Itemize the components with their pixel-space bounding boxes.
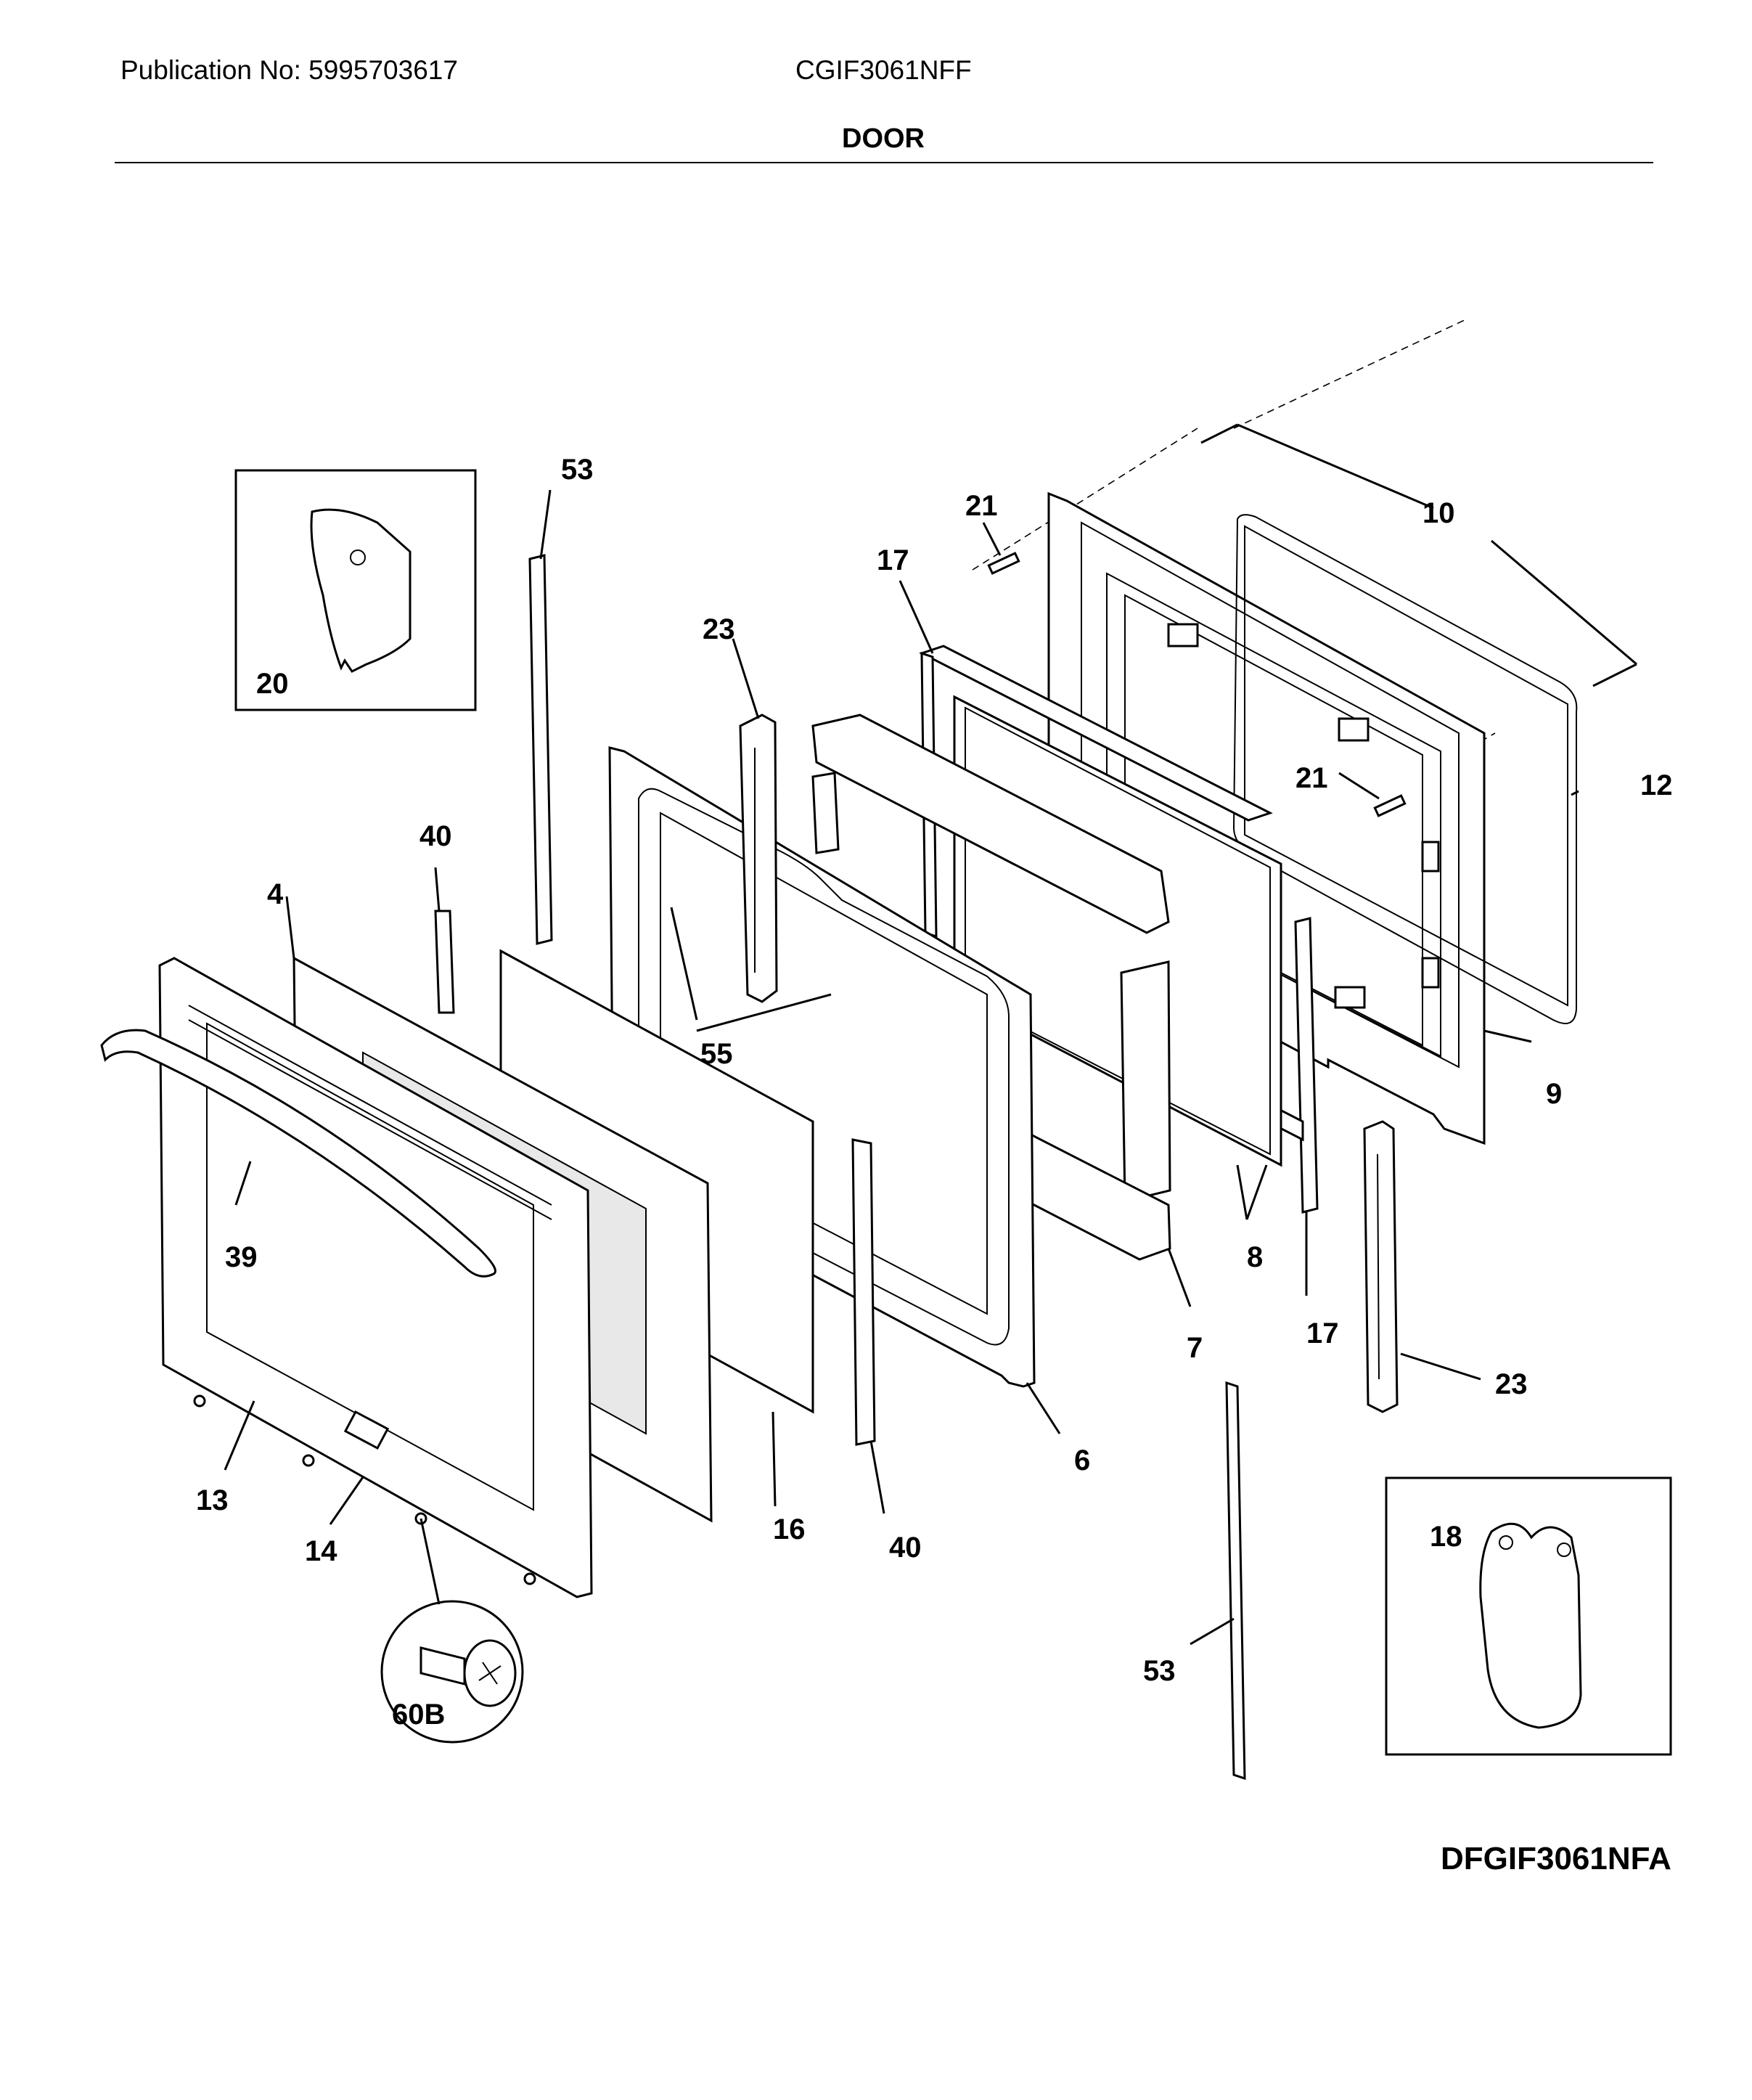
callout-53-bottom: 53	[1143, 1655, 1176, 1687]
callout-53-top: 53	[561, 454, 594, 486]
callout-20: 20	[256, 668, 289, 700]
callout-17-bottom: 17	[1306, 1317, 1339, 1349]
callout-21-right: 21	[1295, 762, 1328, 794]
callout-40-bottom: 40	[889, 1532, 922, 1564]
part-18-inset	[1385, 1476, 1672, 1756]
callout-13: 13	[196, 1484, 229, 1516]
diagram-code: DFGIF3061NFA	[1441, 1841, 1671, 1876]
part-53-side-trims	[528, 554, 1246, 1781]
part-39-handle	[100, 1029, 496, 1278]
callout-8: 8	[1247, 1241, 1263, 1273]
callout-labels: 53 20 23 17 21 10 12 21 40 4 55 39 9 8 7…	[196, 454, 1673, 1731]
part-20-inset	[234, 469, 477, 711]
callout-10: 10	[1423, 497, 1455, 529]
callout-21-top: 21	[965, 490, 998, 522]
publication-number: Publication No: 5995703617	[120, 55, 458, 85]
callout-7: 7	[1187, 1332, 1203, 1364]
callout-23-bottom: 23	[1495, 1368, 1528, 1400]
callout-60b: 60B	[392, 1699, 445, 1731]
header-rule	[115, 162, 1653, 163]
callout-18: 18	[1430, 1521, 1462, 1553]
part-40-brackets	[434, 910, 876, 1446]
leader-lines	[224, 489, 1579, 1646]
part-60b-screw-detail	[380, 1518, 524, 1744]
callout-4: 4	[267, 878, 284, 910]
callout-23-top: 23	[703, 613, 735, 645]
part-10-screws	[1200, 423, 1637, 687]
part-9-inner-liner	[1047, 491, 1486, 1145]
callout-9: 9	[1546, 1078, 1562, 1110]
callout-40-left: 40	[419, 820, 452, 852]
part-14-screws	[193, 1394, 536, 1585]
callout-39: 39	[225, 1241, 258, 1273]
callout-12: 12	[1640, 769, 1673, 801]
model-number: CGIF3061NFF	[795, 55, 972, 85]
callout-14: 14	[305, 1535, 337, 1567]
part-21-pins	[982, 522, 1407, 817]
part-55-pins	[670, 907, 832, 1032]
callout-16: 16	[773, 1513, 806, 1545]
callout-6: 6	[1074, 1445, 1090, 1476]
section-title: DOOR	[842, 123, 925, 154]
callout-17-top: 17	[877, 544, 909, 576]
part-23-hinges	[739, 714, 1399, 1413]
callout-55: 55	[700, 1038, 733, 1070]
